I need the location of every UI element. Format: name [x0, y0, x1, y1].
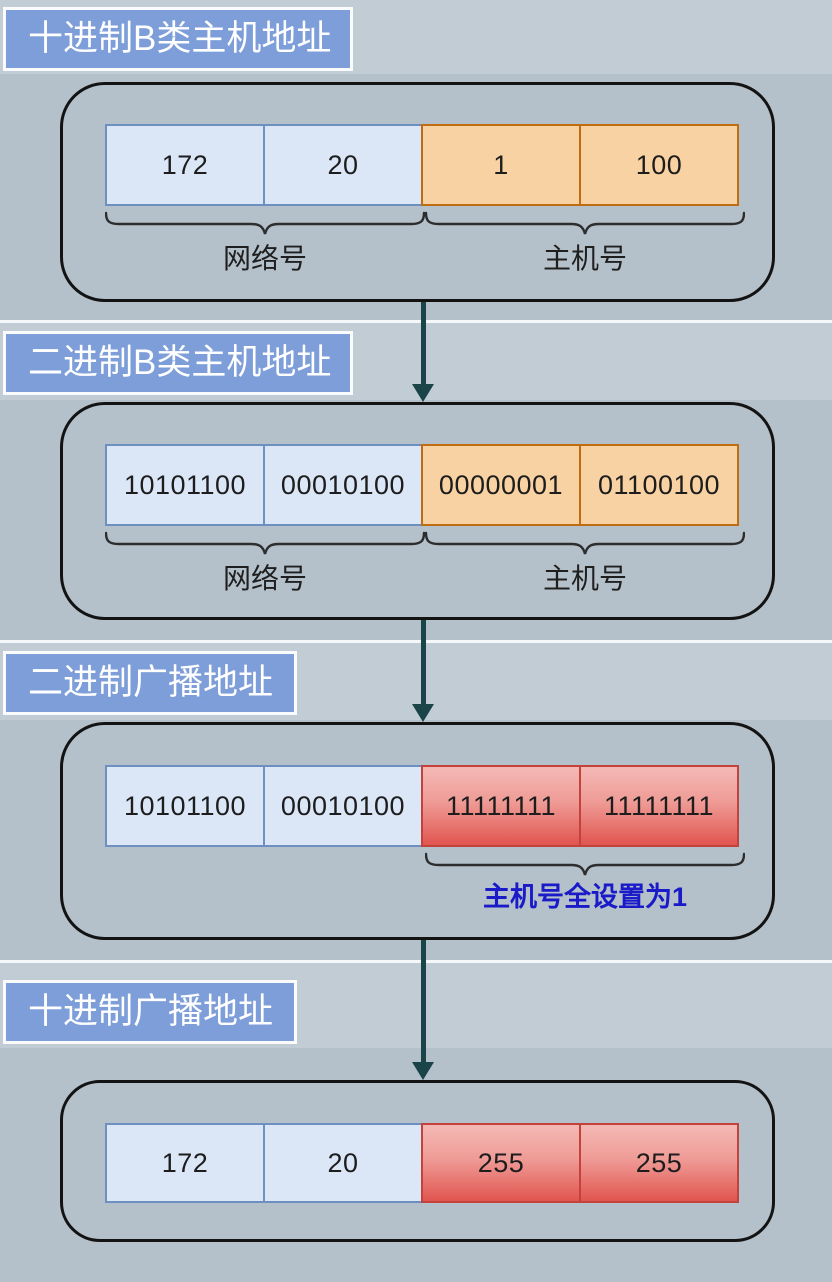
- section-divider: [0, 640, 832, 643]
- octet-cell-broadcast-host: 255: [421, 1123, 581, 1203]
- octet-cell-host: 100: [579, 124, 739, 206]
- octet-row: 10101100 00010100 11111111 11111111: [105, 765, 739, 847]
- section-divider: [0, 320, 832, 323]
- flow-arrow-down: [411, 940, 435, 1080]
- section-title-decimal-broadcast: 十进制广播地址: [3, 980, 297, 1044]
- octet-cell-broadcast-host: 11111111: [421, 765, 581, 847]
- octet-row: 172 20 1 100: [105, 124, 739, 206]
- octet-cell-broadcast-host: 11111111: [579, 765, 739, 847]
- underbrace-host: [425, 211, 745, 235]
- section-title-decimal-host: 十进制B类主机地址: [3, 7, 353, 71]
- section-title-binary-broadcast: 二进制广播地址: [3, 651, 297, 715]
- octet-cell-network: 10101100: [105, 444, 265, 526]
- octet-cell-network: 10101100: [105, 765, 265, 847]
- host-all-ones-label: 主机号全设置为1: [482, 882, 688, 912]
- network-part-label: 网络号: [222, 243, 307, 274]
- flow-arrow-down: [411, 620, 435, 722]
- octet-row: 172 20 255 255: [105, 1123, 739, 1203]
- octet-cell-host: 00000001: [421, 444, 581, 526]
- address-box-binary-host: 10101100 00010100 00000001 01100100 网络号 …: [60, 402, 775, 620]
- section-divider: [0, 960, 832, 963]
- octet-cell-network: 172: [105, 1123, 265, 1203]
- network-part-label: 网络号: [222, 563, 307, 594]
- section-title-binary-host: 二进制B类主机地址: [3, 331, 353, 395]
- octet-cell-network: 20: [263, 124, 423, 206]
- octet-cell-network: 20: [263, 1123, 423, 1203]
- host-part-label: 主机号: [542, 243, 627, 274]
- underbrace-network: [105, 211, 425, 235]
- octet-row: 10101100 00010100 00000001 01100100: [105, 444, 739, 526]
- flow-arrow-down: [411, 302, 435, 402]
- underbrace-network: [105, 531, 425, 555]
- address-box-decimal-host: 172 20 1 100 网络号 主机号: [60, 82, 775, 302]
- octet-cell-broadcast-host: 255: [579, 1123, 739, 1203]
- octet-cell-network: 00010100: [263, 765, 423, 847]
- host-part-label: 主机号: [542, 563, 627, 594]
- address-box-decimal-broadcast: 172 20 255 255: [60, 1080, 775, 1242]
- octet-cell-network: 172: [105, 124, 265, 206]
- address-box-binary-broadcast: 10101100 00010100 11111111 11111111 主机号全…: [60, 722, 775, 940]
- octet-cell-host: 01100100: [579, 444, 739, 526]
- underbrace-host: [425, 852, 745, 876]
- underbrace-host: [425, 531, 745, 555]
- octet-cell-host: 1: [421, 124, 581, 206]
- octet-cell-network: 00010100: [263, 444, 423, 526]
